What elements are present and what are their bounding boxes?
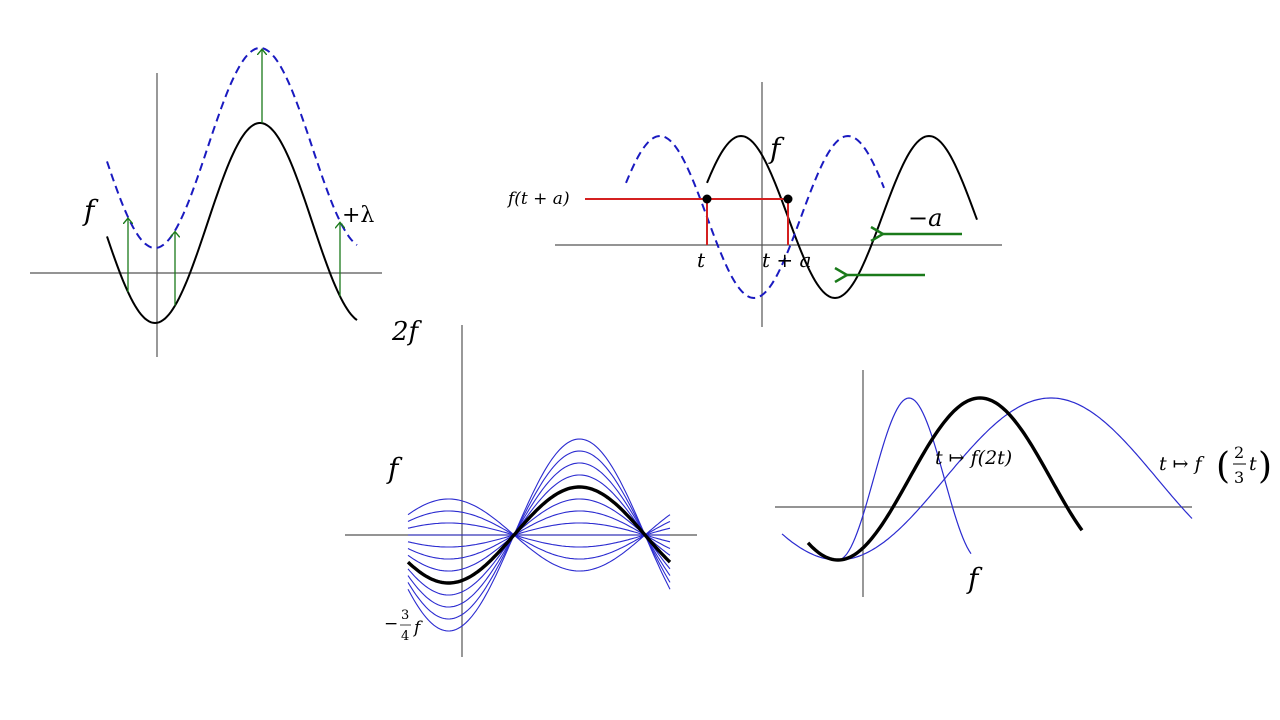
panel-vertical-scale: 2f f − 3 4 f	[345, 317, 697, 657]
fast-label: t ↦ f(2t)	[935, 447, 1012, 469]
shift-label: +λ	[342, 203, 374, 228]
t-plus-a-label: t + a	[762, 248, 811, 272]
f-label: f	[768, 132, 785, 165]
slow-label-num: 2	[1234, 443, 1244, 462]
shift-arrows	[128, 50, 340, 306]
f-label: f	[966, 562, 983, 595]
slow-label: t ↦ f ( 2 3 t )	[1159, 443, 1272, 487]
scaled-curve	[407, 510, 671, 560]
f-curve	[406, 485, 672, 585]
slow-label-lparen: (	[1216, 446, 1230, 487]
f-curve	[106, 122, 358, 325]
value-label: f(t + a)	[506, 189, 570, 209]
top-label: 2f	[391, 317, 423, 347]
bottom-label-minus: −	[384, 614, 398, 634]
scaled-curve	[407, 450, 671, 620]
scaled-curve	[407, 522, 671, 548]
panel-horizontal-shift: f f(t + a) t t + a −a	[506, 82, 1002, 327]
scaled-curve	[407, 438, 671, 632]
bottom-label-f: f	[412, 618, 423, 638]
f-label: f	[82, 194, 99, 227]
shift-label: −a	[908, 204, 942, 232]
panel-vertical-shift: f +λ	[30, 47, 382, 357]
shifted-curve	[625, 134, 885, 300]
scaled-curve	[407, 498, 671, 572]
scaled-curve	[407, 498, 671, 572]
scaled-curve	[407, 510, 671, 560]
shifted-curve	[106, 47, 358, 250]
slow-label-prefix: t ↦ f	[1159, 453, 1205, 475]
bottom-label-num: 3	[401, 608, 409, 623]
point-t	[702, 194, 712, 204]
bottom-label-den: 4	[401, 629, 409, 644]
scaled-curve	[407, 522, 671, 548]
f-curve	[706, 134, 978, 300]
slow-label-rparen: )	[1258, 446, 1272, 487]
slow-label-var: t	[1249, 453, 1257, 475]
t-label: t	[697, 248, 706, 272]
f-curve	[806, 396, 1084, 562]
slow-label-den: 3	[1234, 468, 1244, 487]
f-label: f	[386, 452, 403, 485]
scaled-curve	[407, 462, 671, 608]
compressed-curve	[834, 397, 972, 561]
bottom-label: − 3 4 f	[384, 608, 423, 644]
point-t-plus-a	[783, 194, 793, 204]
panel-time-scale: f t ↦ f(2t) t ↦ f ( 2 3 t )	[775, 370, 1272, 597]
scaled-curve	[407, 474, 671, 596]
scaled-curves	[407, 438, 671, 632]
stretched-curve	[781, 397, 1193, 561]
